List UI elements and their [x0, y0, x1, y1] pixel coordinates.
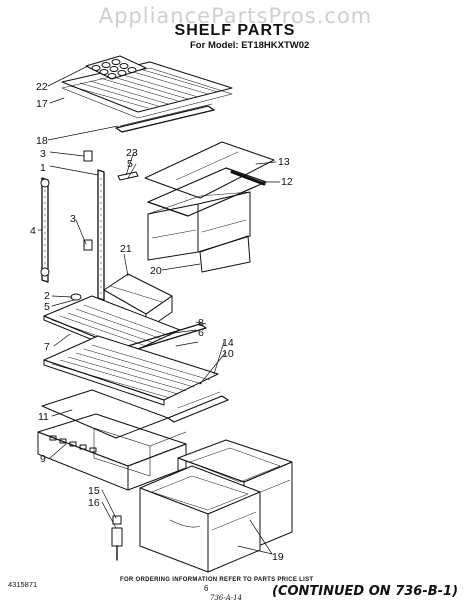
callout-9: 9 [40, 453, 46, 465]
callout-19: 19 [272, 551, 284, 563]
humidity-control [111, 515, 123, 561]
shelf-ladder-right [97, 169, 105, 301]
dairy-bin [103, 273, 173, 331]
crisper-cover [41, 389, 229, 439]
callout-5b: 5 [44, 301, 50, 313]
callout-2: 2 [44, 290, 50, 302]
meat-drawer [147, 191, 251, 273]
egg-tray [85, 55, 147, 80]
callout-labels: 22 17 18 3 1 23 5 13 12 4 3 21 20 2 5 8 … [30, 81, 293, 563]
callout-7: 7 [44, 341, 50, 353]
shelf-ladder-left [40, 177, 50, 283]
page-number: 6 [204, 584, 209, 593]
spacer-23 [117, 171, 139, 181]
callout-3b: 3 [70, 213, 76, 225]
document-number: 4315871 [8, 580, 38, 589]
callout-20: 20 [150, 265, 162, 277]
model-number: For Model: ET18HKXTW02 [190, 40, 310, 51]
glass-shelf-lower [43, 335, 219, 406]
callout-21: 21 [120, 243, 132, 255]
callout-23: 23 [126, 147, 138, 159]
crisper-cover-glass [144, 141, 275, 199]
callout-13: 13 [278, 156, 290, 168]
callout-14: 14 [222, 337, 234, 349]
watermark: AppliancePartsPros.com [98, 4, 373, 28]
callout-4: 4 [30, 225, 36, 237]
callout-15: 15 [88, 485, 100, 497]
continued-note: (CONTINUED ON 736-B-1) [272, 584, 459, 599]
callout-17: 17 [36, 98, 48, 110]
callout-22: 22 [36, 81, 48, 93]
callout-6: 6 [198, 327, 204, 339]
shelf-rail-18 [115, 103, 215, 133]
glass-shelf-upper [43, 295, 181, 357]
callout-10: 10 [222, 348, 234, 360]
page-title: SHELF PARTS [174, 22, 296, 39]
callout-16: 16 [88, 497, 100, 509]
callout-11: 11 [38, 411, 49, 423]
callout-1: 1 [40, 162, 46, 174]
callout-5: 5 [127, 158, 133, 170]
callout-18: 18 [36, 135, 48, 147]
ordering-note: FOR ORDERING INFORMATION REFER TO PARTS … [120, 577, 314, 583]
handwritten-date: 736-A-14 [210, 594, 243, 602]
crisper-drawer-left [139, 465, 261, 573]
wire-shelf-top [61, 61, 233, 119]
callout-12: 12 [281, 176, 293, 188]
callout-3: 3 [40, 148, 46, 160]
callout-8: 8 [198, 317, 204, 329]
leader-lines [37, 65, 281, 555]
